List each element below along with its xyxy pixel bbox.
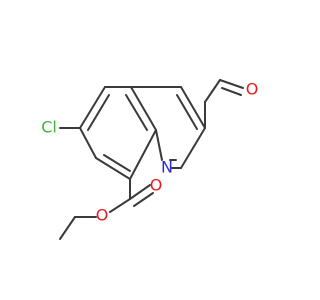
bond-c4-c3 [180, 86, 206, 129]
ester-carbonyl-oxygen-label: O [150, 176, 163, 195]
bond-c7-c8-double [103, 154, 131, 172]
bond-c6-c7 [79, 127, 97, 159]
bond-ester-c-carbonyl-o [129, 184, 151, 200]
bond-cho-o-double [221, 87, 242, 96]
nitrogen-label: N [161, 158, 173, 177]
bond-c5-c6 [79, 86, 106, 129]
ester-ether-oxygen-label: O [96, 206, 109, 225]
bond-n1-c8a [155, 129, 163, 161]
bond-c8-c8a [129, 129, 157, 180]
bond-c7-c8 [95, 157, 131, 180]
bond-c3-c2 [180, 127, 206, 169]
bond-methyl [59, 216, 76, 240]
bond-cho-o [219, 79, 244, 89]
bond-c8a-c4a-double [125, 94, 148, 131]
aldehyde-oxygen-label: O [246, 80, 259, 99]
molecule-structure: Cl N O O O [41, 79, 259, 240]
bond-ester-c-carbonyl-o-double [133, 192, 154, 207]
chlorine-label: Cl [41, 118, 57, 137]
bond-ester-c-ether-o [109, 198, 131, 213]
bond-c5-c6-double [87, 94, 110, 131]
bond-cho-h [204, 79, 221, 103]
bond-c4-c3-double [176, 94, 198, 130]
bond-c8a-c4a [130, 86, 157, 131]
